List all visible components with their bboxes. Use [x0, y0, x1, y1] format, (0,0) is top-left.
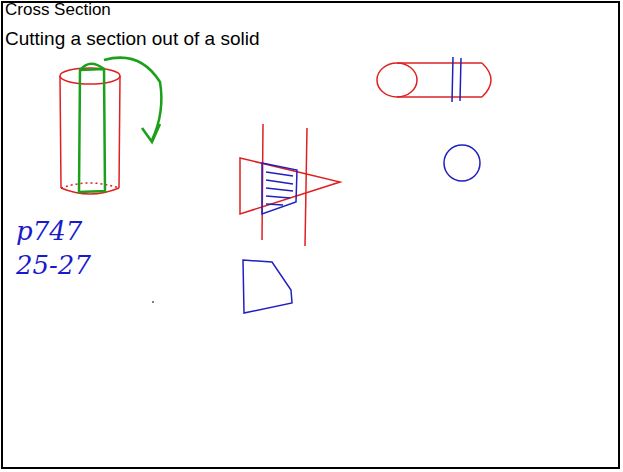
quadrilateral-section — [243, 260, 292, 313]
hatched-section — [262, 163, 297, 214]
page-reference: p747 — [16, 216, 82, 246]
problem-range: 25-27 — [16, 250, 91, 280]
section-slice — [79, 58, 161, 192]
horizontal-cylinder — [377, 63, 491, 97]
page-title: Cross Section — [5, 0, 111, 20]
cylinder-sketch — [60, 68, 120, 194]
stray-dot — [152, 301, 154, 303]
cut-lines — [444, 57, 480, 181]
subtitle-text: Cutting a section out of a solid — [5, 28, 260, 50]
triangle-sketch — [240, 124, 340, 246]
